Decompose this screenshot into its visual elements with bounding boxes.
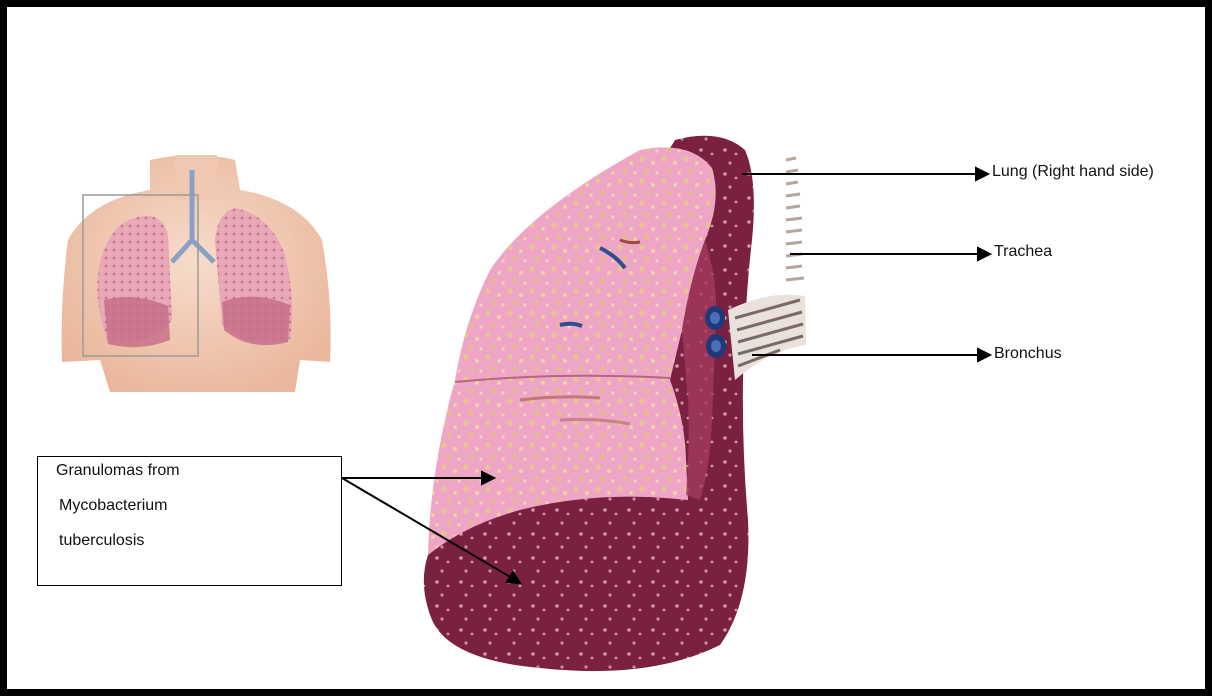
callout-line-2: Mycobacterium [59, 497, 167, 515]
lung-arrowhead [976, 168, 988, 180]
lung-label: Lung (Right hand side) [992, 163, 1154, 181]
callout-line-3: tuberculosis [59, 532, 144, 550]
torso-thumbnail [62, 155, 331, 392]
granuloma-callout-box: Granulomas from Mycobacterium tuberculos… [37, 456, 342, 586]
trachea-label: Trachea [994, 243, 1052, 261]
trachea-arrowhead [978, 248, 990, 260]
bronchus-label: Bronchus [994, 345, 1062, 363]
bronchus-arrowhead [978, 349, 990, 361]
lung-illustration [424, 136, 806, 671]
callout-line-1: Granulomas from [56, 462, 180, 480]
